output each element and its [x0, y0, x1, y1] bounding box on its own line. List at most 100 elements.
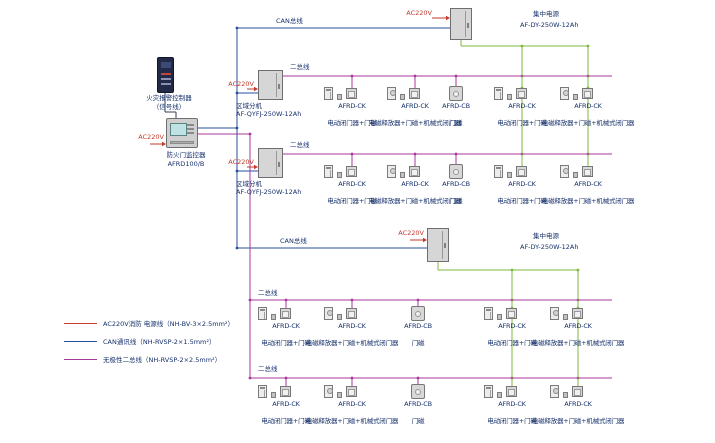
device-caption: 电磁释放器+门磁+机械式闭门器	[541, 119, 635, 127]
zone-extension-1-icon	[258, 70, 283, 100]
device-group-cb: AFRD-CB 门磁	[408, 84, 504, 127]
psu-mid-model-label: AF-DY-250W-12Ah	[520, 243, 579, 251]
monitor-screen	[170, 123, 187, 136]
zone1-model-label: AF-QYFJ-250W-12Ah	[236, 110, 302, 118]
door-magnet-icon	[497, 392, 502, 398]
legend-label-bus: 无极性二总线（NH-RVSP-2×2.5mm²）	[103, 356, 222, 364]
module-label: AFRD-CK	[574, 102, 602, 110]
door-closer-icon	[494, 87, 503, 100]
zone2-ac220v-label: AC220V	[228, 158, 254, 166]
two-wire-bus-label-3: 二总线	[258, 289, 278, 297]
legend-item-can: CAN通讯线（NH-RVSP-2×1.5mm²）	[64, 332, 234, 350]
two-wire-bus-label-2: 二总线	[290, 141, 310, 149]
legend-item-power: AC220V消防 电源线（NH-BV-3×2.5mm²）	[64, 314, 234, 332]
module-label: AFRD-CK	[564, 400, 592, 408]
device-caption: 门磁	[449, 119, 463, 127]
ac-power-arrows	[150, 15, 450, 243]
module-label: AFRD-CK	[401, 180, 429, 188]
monitor-slot	[170, 141, 194, 144]
psu-top-model-label: AF-DY-250W-12Ah	[520, 21, 579, 29]
module-label: AFRD-CB	[442, 102, 470, 110]
device-caption: 门磁	[411, 339, 425, 347]
afrd-module-icon	[280, 386, 291, 397]
afrd-module-icon	[506, 308, 517, 319]
device-caption: 电磁释放器+门磁+机械式闭门器	[541, 197, 635, 205]
zone2-name-label: 区域分机	[236, 180, 262, 188]
door-magnet-icon	[400, 172, 405, 178]
door-magnet-icon	[573, 172, 578, 178]
door-closer-icon	[258, 385, 267, 398]
device-caption: 电动闭门器+门磁	[487, 417, 537, 425]
legend-item-bus: 无极性二总线（NH-RVSP-2×2.5mm²）	[64, 350, 234, 368]
device-group-cb: AFRD-CB 门磁	[370, 304, 466, 347]
module-label: AFRD-CK	[564, 322, 592, 330]
electromagnetic-release-icon	[550, 385, 559, 398]
zone2-model-label: AF-QYFJ-250W-12Ah	[236, 188, 302, 196]
door-magnet-unit-icon	[449, 86, 463, 101]
can-bus-label-top: CAN总线	[276, 17, 303, 25]
door-magnet-icon	[563, 314, 568, 320]
door-closer-icon	[494, 165, 503, 178]
zone1-ac220v-label: AC220V	[228, 80, 254, 88]
afrd-module-icon	[346, 88, 357, 99]
fire-alarm-controller-icon	[157, 57, 174, 93]
afrd-module-icon	[516, 88, 527, 99]
electromagnetic-release-icon	[550, 307, 559, 320]
afrd-module-icon	[582, 166, 593, 177]
electromagnetic-release-icon	[324, 385, 333, 398]
door-magnet-icon	[337, 94, 342, 100]
zone-extension-2-icon	[258, 148, 283, 178]
two-wire-bus-label-1: 二总线	[290, 63, 310, 71]
psu-top-ac220v-label: AC220V	[406, 9, 432, 17]
can-lines	[198, 26, 450, 250]
door-magnet-unit-icon	[411, 306, 425, 321]
central-power-top-icon	[450, 8, 472, 40]
legend-label-power: AC220V消防 电源线（NH-BV-3×2.5mm²）	[103, 320, 235, 328]
door-magnet-icon	[507, 94, 512, 100]
two-wire-bus-label-4: 二总线	[258, 365, 278, 373]
afrd-module-icon	[280, 308, 291, 319]
signal-line	[164, 93, 177, 119]
device-caption: 电磁释放器+门磁+机械式闭门器	[368, 119, 462, 127]
electromagnetic-release-icon	[560, 87, 569, 100]
afrd-module-icon	[346, 166, 357, 177]
monitor-keypad	[187, 124, 194, 136]
device-caption: 电动闭门器+门磁	[497, 119, 547, 127]
door-magnet-icon	[271, 392, 276, 398]
fire-door-monitor-icon	[166, 118, 198, 148]
device-caption: 电动闭门器+门磁	[497, 197, 547, 205]
door-magnet-icon	[497, 314, 502, 320]
door-magnet-icon	[271, 314, 276, 320]
monitor-name-label: 防火门监控器	[166, 151, 206, 159]
module-label: AFRD-CK	[574, 180, 602, 188]
device-caption: 门磁	[449, 197, 463, 205]
zone1-name-label: 区域分机	[236, 102, 262, 110]
device-caption: 电磁释放器+门磁+机械式闭门器	[531, 417, 625, 425]
bus-line-swatch	[64, 358, 97, 360]
module-label: AFRD-CK	[508, 102, 536, 110]
electromagnetic-release-icon	[387, 87, 396, 100]
module-label: AFRD-CK	[338, 180, 366, 188]
door-closer-icon	[258, 307, 267, 320]
monitor-ac220v-label: AC220V	[138, 133, 164, 141]
electromagnetic-release-icon	[387, 165, 396, 178]
door-closer-icon	[484, 385, 493, 398]
device-caption: 电动闭门器+门磁	[261, 339, 311, 347]
monitor-model-label: AFRD100/B	[167, 160, 205, 168]
module-label: AFRD-CB	[404, 322, 432, 330]
device-caption: 电磁释放器+门磁+机械式闭门器	[305, 417, 399, 425]
fire-alarm-controller-label: 火灾报警控制器	[146, 94, 192, 102]
door-magnet-unit-icon	[411, 384, 425, 399]
legend-label-can: CAN通讯线（NH-RVSP-2×1.5mm²）	[103, 338, 216, 346]
afrd-module-icon	[572, 308, 583, 319]
